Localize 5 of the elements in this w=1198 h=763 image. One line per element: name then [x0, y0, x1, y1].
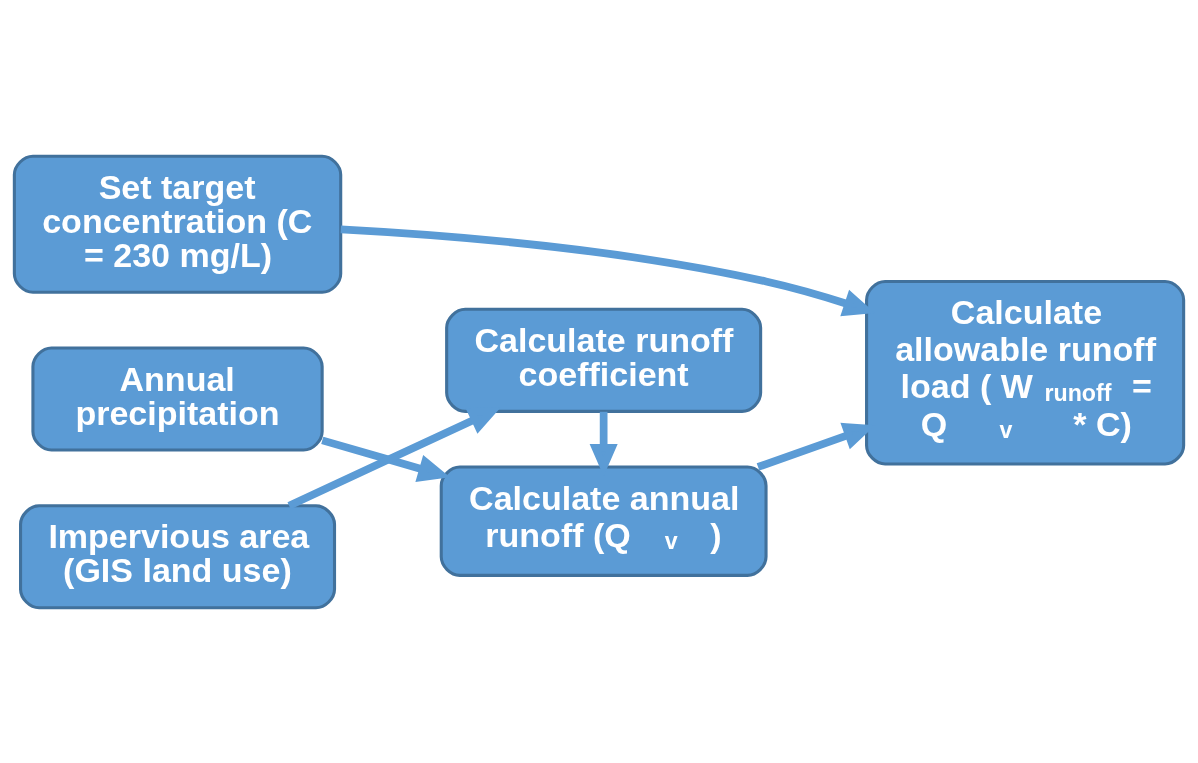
node-box: Impervious area (GIS land use)	[19, 503, 337, 609]
node-box: Set target concentration (C = 230 mg/L)	[12, 154, 343, 294]
node-box: Calculate runoff coefficient	[445, 307, 763, 413]
node-box: Annual precipitation	[31, 345, 324, 452]
arrow	[287, 406, 501, 509]
